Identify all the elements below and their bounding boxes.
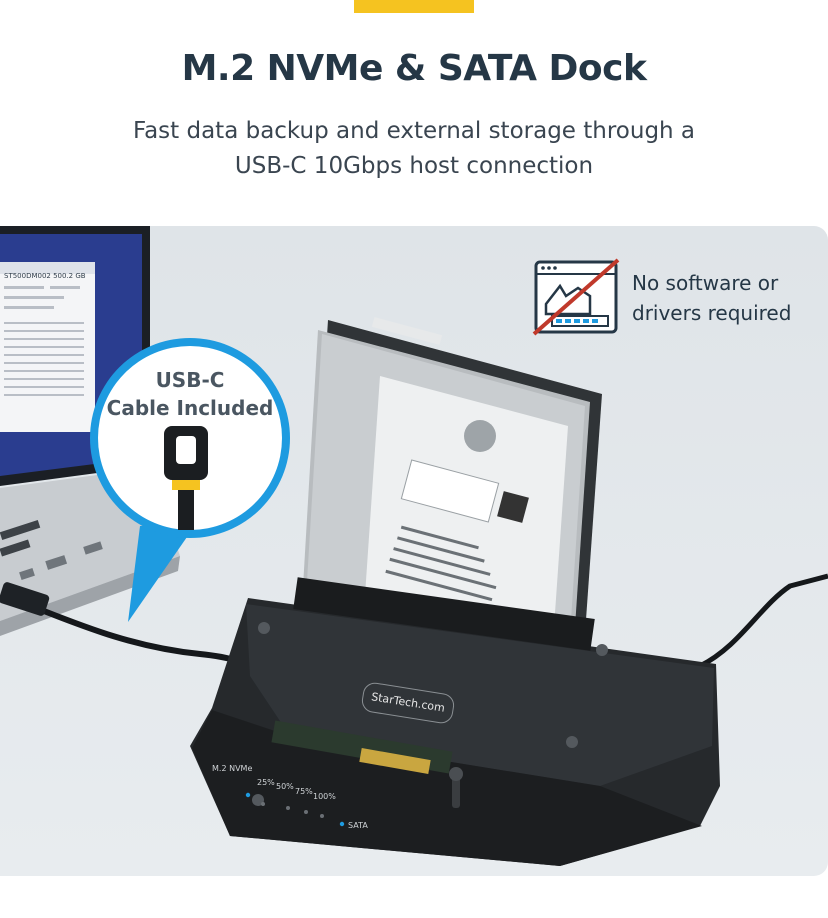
product-scene: USB-C Cable Included No software or driv… — [0, 226, 828, 876]
badge-line-2: drivers required — [632, 301, 792, 325]
product-illustration — [0, 226, 828, 866]
page-subtitle: Fast data backup and external storage th… — [0, 114, 828, 184]
callout-line-1: USB-C — [155, 368, 225, 392]
subtitle-line-1: Fast data backup and external storage th… — [132, 118, 696, 144]
label-m2-nvme: M.2 NVMe — [212, 764, 253, 773]
page-title: M.2 NVMe & SATA Dock — [181, 48, 647, 89]
label-75: 75% — [295, 787, 313, 796]
badge-line-1: No software or — [632, 271, 779, 295]
laptop-window-title: ST500DM002 500.2 GB — [4, 272, 86, 280]
no-software-badge: No software or drivers required — [632, 268, 822, 328]
label-25: 25% — [257, 778, 275, 787]
accent-bar — [354, 0, 474, 13]
label-50: 50% — [276, 782, 294, 791]
dock — [190, 577, 720, 866]
label-sata: SATA — [348, 821, 368, 830]
usb-c-cable-icon — [164, 426, 208, 530]
usb-c-callout: USB-C Cable Included — [96, 366, 284, 422]
label-100: 100% — [313, 792, 336, 801]
subtitle-line-2: USB-C 10Gbps host connection — [234, 153, 594, 179]
hard-drive — [302, 317, 602, 676]
callout-line-2: Cable Included — [106, 396, 274, 420]
no-software-icon — [532, 258, 620, 336]
